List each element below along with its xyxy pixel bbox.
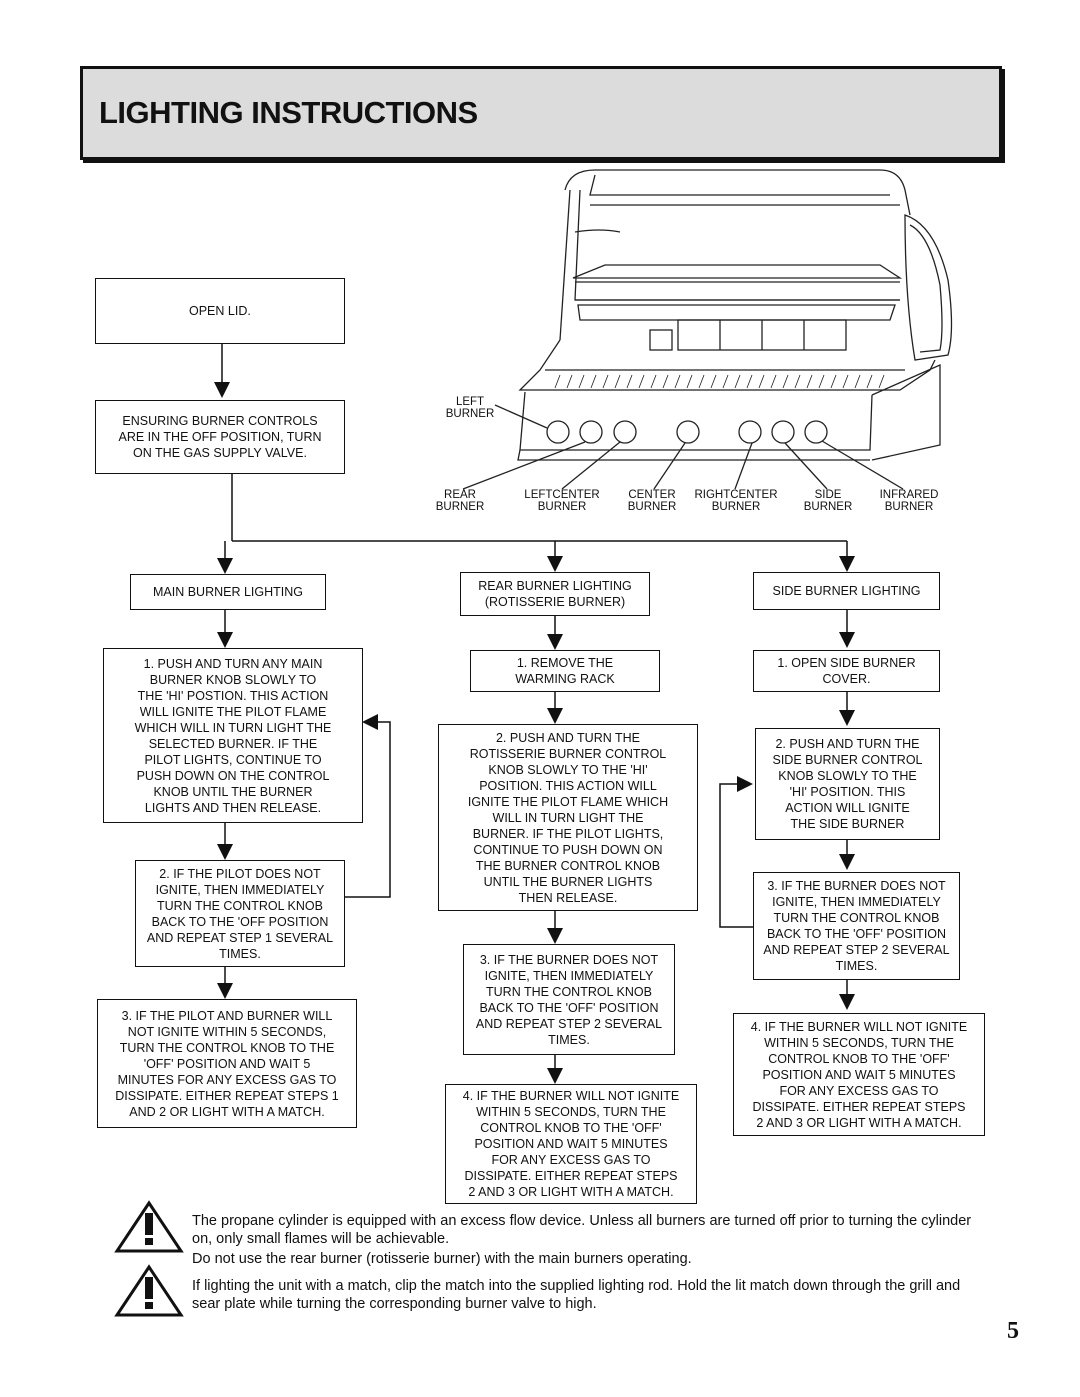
warning-rear-burner: Do not use the rear burner (rotisserie b… xyxy=(192,1251,692,1267)
rear-burner-heading-text: REAR BURNER LIGHTING (ROTISSERIE BURNER) xyxy=(478,579,632,609)
rear-burner-heading: REAR BURNER LIGHTING (ROTISSERIE BURNER) xyxy=(460,572,650,616)
warning-excess-flow: The propane cylinder is equipped with an… xyxy=(192,1213,972,1247)
label-center-burner: CENTER BURNER xyxy=(627,489,677,513)
grill-illustration xyxy=(462,169,953,490)
side-step-4: 4. IF THE BURNER WILL NOT IGNITE WITHIN … xyxy=(733,1013,985,1136)
label-rightcenter-burner: RIGHTCENTER BURNER xyxy=(694,489,778,513)
ensure-off-box: ENSURING BURNER CONTROLS ARE IN THE OFF … xyxy=(95,400,345,474)
side-step-2: 2. PUSH AND TURN THE SIDE BURNER CONTROL… xyxy=(755,728,940,840)
main-step-1-text: 1. PUSH AND TURN ANY MAIN BURNER KNOB SL… xyxy=(134,656,332,815)
main-burner-heading: MAIN BURNER LIGHTING xyxy=(130,574,326,610)
page-title: LIGHTING INSTRUCTIONS xyxy=(99,95,478,130)
side-step-4-text: 4. IF THE BURNER WILL NOT IGNITE WITHIN … xyxy=(750,1019,968,1130)
side-step-2-text: 2. PUSH AND TURN THE SIDE BURNER CONTROL… xyxy=(772,737,923,831)
side-step-1: 1. OPEN SIDE BURNER COVER. xyxy=(753,650,940,692)
side-step-3: 3. IF THE BURNER DOES NOT IGNITE, THEN I… xyxy=(753,872,960,980)
rear-step-2-text: 2. PUSH AND TURN THE ROTISSERIE BURNER C… xyxy=(467,730,669,905)
rear-step-4: 4. IF THE BURNER WILL NOT IGNITE WITHIN … xyxy=(445,1084,697,1204)
rear-step-1-text: 1. REMOVE THE WARMING RACK xyxy=(515,656,615,686)
rear-step-1: 1. REMOVE THE WARMING RACK xyxy=(470,650,660,692)
rear-step-3: 3. IF THE BURNER DOES NOT IGNITE, THEN I… xyxy=(463,944,675,1055)
main-step-2-text: 2. IF THE PILOT DOES NOT IGNITE, THEN IM… xyxy=(146,866,334,961)
ensure-off-text: ENSURING BURNER CONTROLS ARE IN THE OFF … xyxy=(118,414,322,460)
rear-step-4-text: 4. IF THE BURNER WILL NOT IGNITE WITHIN … xyxy=(462,1089,680,1199)
label-leftcenter-burner: LEFTCENTER BURNER xyxy=(524,489,600,513)
main-step-2: 2. IF THE PILOT DOES NOT IGNITE, THEN IM… xyxy=(135,860,345,967)
rear-step-3-text: 3. IF THE BURNER DOES NOT IGNITE, THEN I… xyxy=(475,952,663,1047)
label-rear-burner: REAR BURNER xyxy=(435,489,485,513)
open-lid-box: OPEN LID. xyxy=(95,278,345,344)
main-step-3: 3. IF THE PILOT AND BURNER WILL NOT IGNI… xyxy=(97,999,357,1128)
main-step-1: 1. PUSH AND TURN ANY MAIN BURNER KNOB SL… xyxy=(103,648,363,823)
label-left-burner: LEFT BURNER xyxy=(445,396,495,420)
side-step-1-text: 1. OPEN SIDE BURNER COVER. xyxy=(777,656,916,686)
page-number: 5 xyxy=(1007,1318,1019,1344)
side-step-3-text: 3. IF THE BURNER DOES NOT IGNITE, THEN I… xyxy=(763,879,950,973)
label-infrared-burner: INFRARED BURNER xyxy=(879,489,939,513)
side-burner-heading: SIDE BURNER LIGHTING xyxy=(753,572,940,610)
rear-step-2: 2. PUSH AND TURN THE ROTISSERIE BURNER C… xyxy=(438,724,698,911)
main-burner-heading-text: MAIN BURNER LIGHTING xyxy=(152,585,303,599)
label-side-burner: SIDE BURNER xyxy=(803,489,853,513)
open-lid-text: OPEN LID. xyxy=(189,304,251,318)
side-burner-heading-text: SIDE BURNER LIGHTING xyxy=(772,584,921,598)
main-step-3-text: 3. IF THE PILOT AND BURNER WILL NOT IGNI… xyxy=(115,1008,339,1119)
title-banner: LIGHTING INSTRUCTIONS xyxy=(80,66,1002,160)
warning-match-lighting: If lighting the unit with a match, clip … xyxy=(192,1278,961,1312)
